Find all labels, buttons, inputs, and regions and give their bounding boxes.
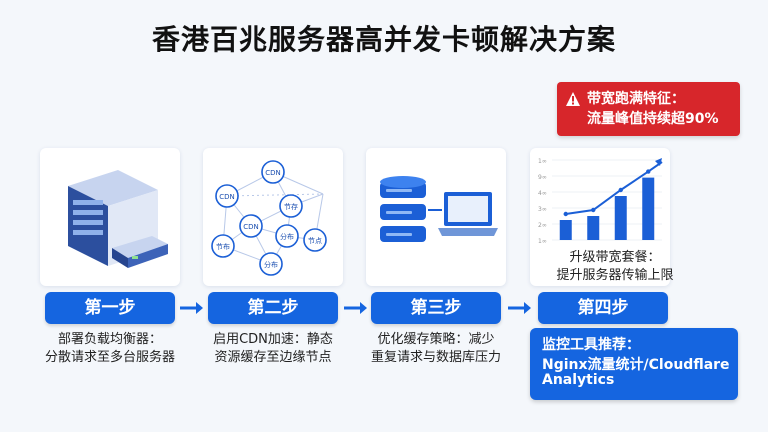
monitor-line-2: Analytics	[542, 372, 615, 388]
upgrade-line-1: 升级带宽套餐：	[569, 250, 661, 265]
trend-arrowhead	[655, 158, 662, 166]
y-tick-label: 4∞	[538, 190, 547, 197]
cdn-node-label: CDN	[219, 193, 235, 201]
monitor-line-1: Nginx流量统计/Cloudflare	[542, 357, 730, 373]
cdn-node	[215, 184, 239, 208]
cdn-node	[303, 228, 327, 252]
chart-bar	[587, 216, 600, 240]
step-2-button[interactable]: 第二步	[208, 292, 338, 324]
arrow-right-icon	[180, 302, 203, 314]
desc-line: 资源缓存至边缘节点	[214, 350, 332, 365]
trend-point	[591, 207, 596, 213]
chart-bar	[559, 220, 572, 240]
step-1-button[interactable]: 第一步	[45, 292, 175, 324]
cdn-node	[275, 224, 299, 248]
y-tick-label: 2∞	[538, 222, 547, 229]
y-tick-label: 1∞	[538, 238, 547, 245]
alert-banner: 带宽跑满特征： 流量峰值持续超90%	[557, 82, 740, 136]
chart-bar	[642, 177, 655, 240]
y-tick-label: 1∞	[538, 158, 547, 165]
y-tick-label: 3∞	[538, 206, 547, 213]
cdn-node	[261, 160, 285, 184]
cdn-node-label: 分布	[264, 260, 278, 269]
step-1-description: 部署负载均衡器： 分散请求至多台服务器	[30, 331, 190, 367]
cdn-node	[211, 234, 235, 258]
bandwidth-chart: 1∞ 9∞ 4∞ 3∞ 2∞ 1∞	[538, 158, 663, 245]
chart-bar	[614, 196, 627, 240]
step-3-button[interactable]: 第三步	[371, 292, 501, 324]
arrow-right-icon	[344, 302, 367, 314]
monitor-heading: 监控工具推荐：	[542, 337, 640, 353]
desc-line: 分散请求至多台服务器	[44, 350, 175, 365]
chart-card: 1∞ 9∞ 4∞ 3∞ 2∞ 1∞	[530, 148, 670, 286]
cdn-node-label: CDN	[243, 223, 259, 231]
cdn-node-label: CDN	[265, 169, 281, 177]
step-4-button[interactable]: 第四步	[538, 292, 668, 324]
monitor-tools-box: 监控工具推荐： Nginx流量统计/Cloudflare Analytics	[530, 328, 738, 400]
desc-line: 优化缓存策略：减少	[377, 332, 495, 347]
database-laptop-icon	[380, 176, 498, 242]
cdn-node-label: 节存	[284, 202, 298, 211]
page-title: 香港百兆服务器高并发卡顿解决方案	[151, 23, 616, 56]
alert-line-1: 带宽跑满特征：	[587, 91, 685, 107]
desc-line: 部署负载均衡器：	[57, 332, 162, 347]
cdn-node-label: 分布	[280, 232, 294, 241]
y-tick-label: 9∞	[538, 174, 547, 181]
load-balancer-server-icon	[68, 170, 168, 268]
desc-line: 重复请求与数据库压力	[370, 350, 501, 365]
cdn-node	[279, 194, 303, 218]
upgrade-note: 升级带宽套餐： 提升服务器传输上限	[540, 249, 690, 285]
trend-point	[646, 169, 651, 174]
trend-point	[563, 211, 568, 217]
desc-line: 启用CDN加速：静态	[213, 332, 333, 347]
arrow-right-icon	[508, 302, 531, 314]
step-2-description: 启用CDN加速：静态 资源缓存至边缘节点	[193, 331, 353, 367]
cdn-node-label: 节点	[308, 237, 322, 245]
step-3-description: 优化缓存策略：减少 重复请求与数据库压力	[356, 331, 516, 367]
alert-line-2: 流量峰值持续超90%	[587, 111, 719, 127]
cache-card	[366, 148, 506, 286]
upgrade-line-2: 提升服务器传输上限	[556, 268, 674, 283]
trend-point	[618, 187, 623, 193]
cdn-node	[239, 214, 263, 238]
server-card	[40, 148, 180, 286]
cdn-node	[259, 252, 283, 276]
cdn-node-label: 节布	[216, 242, 230, 251]
warning-icon	[566, 92, 580, 106]
